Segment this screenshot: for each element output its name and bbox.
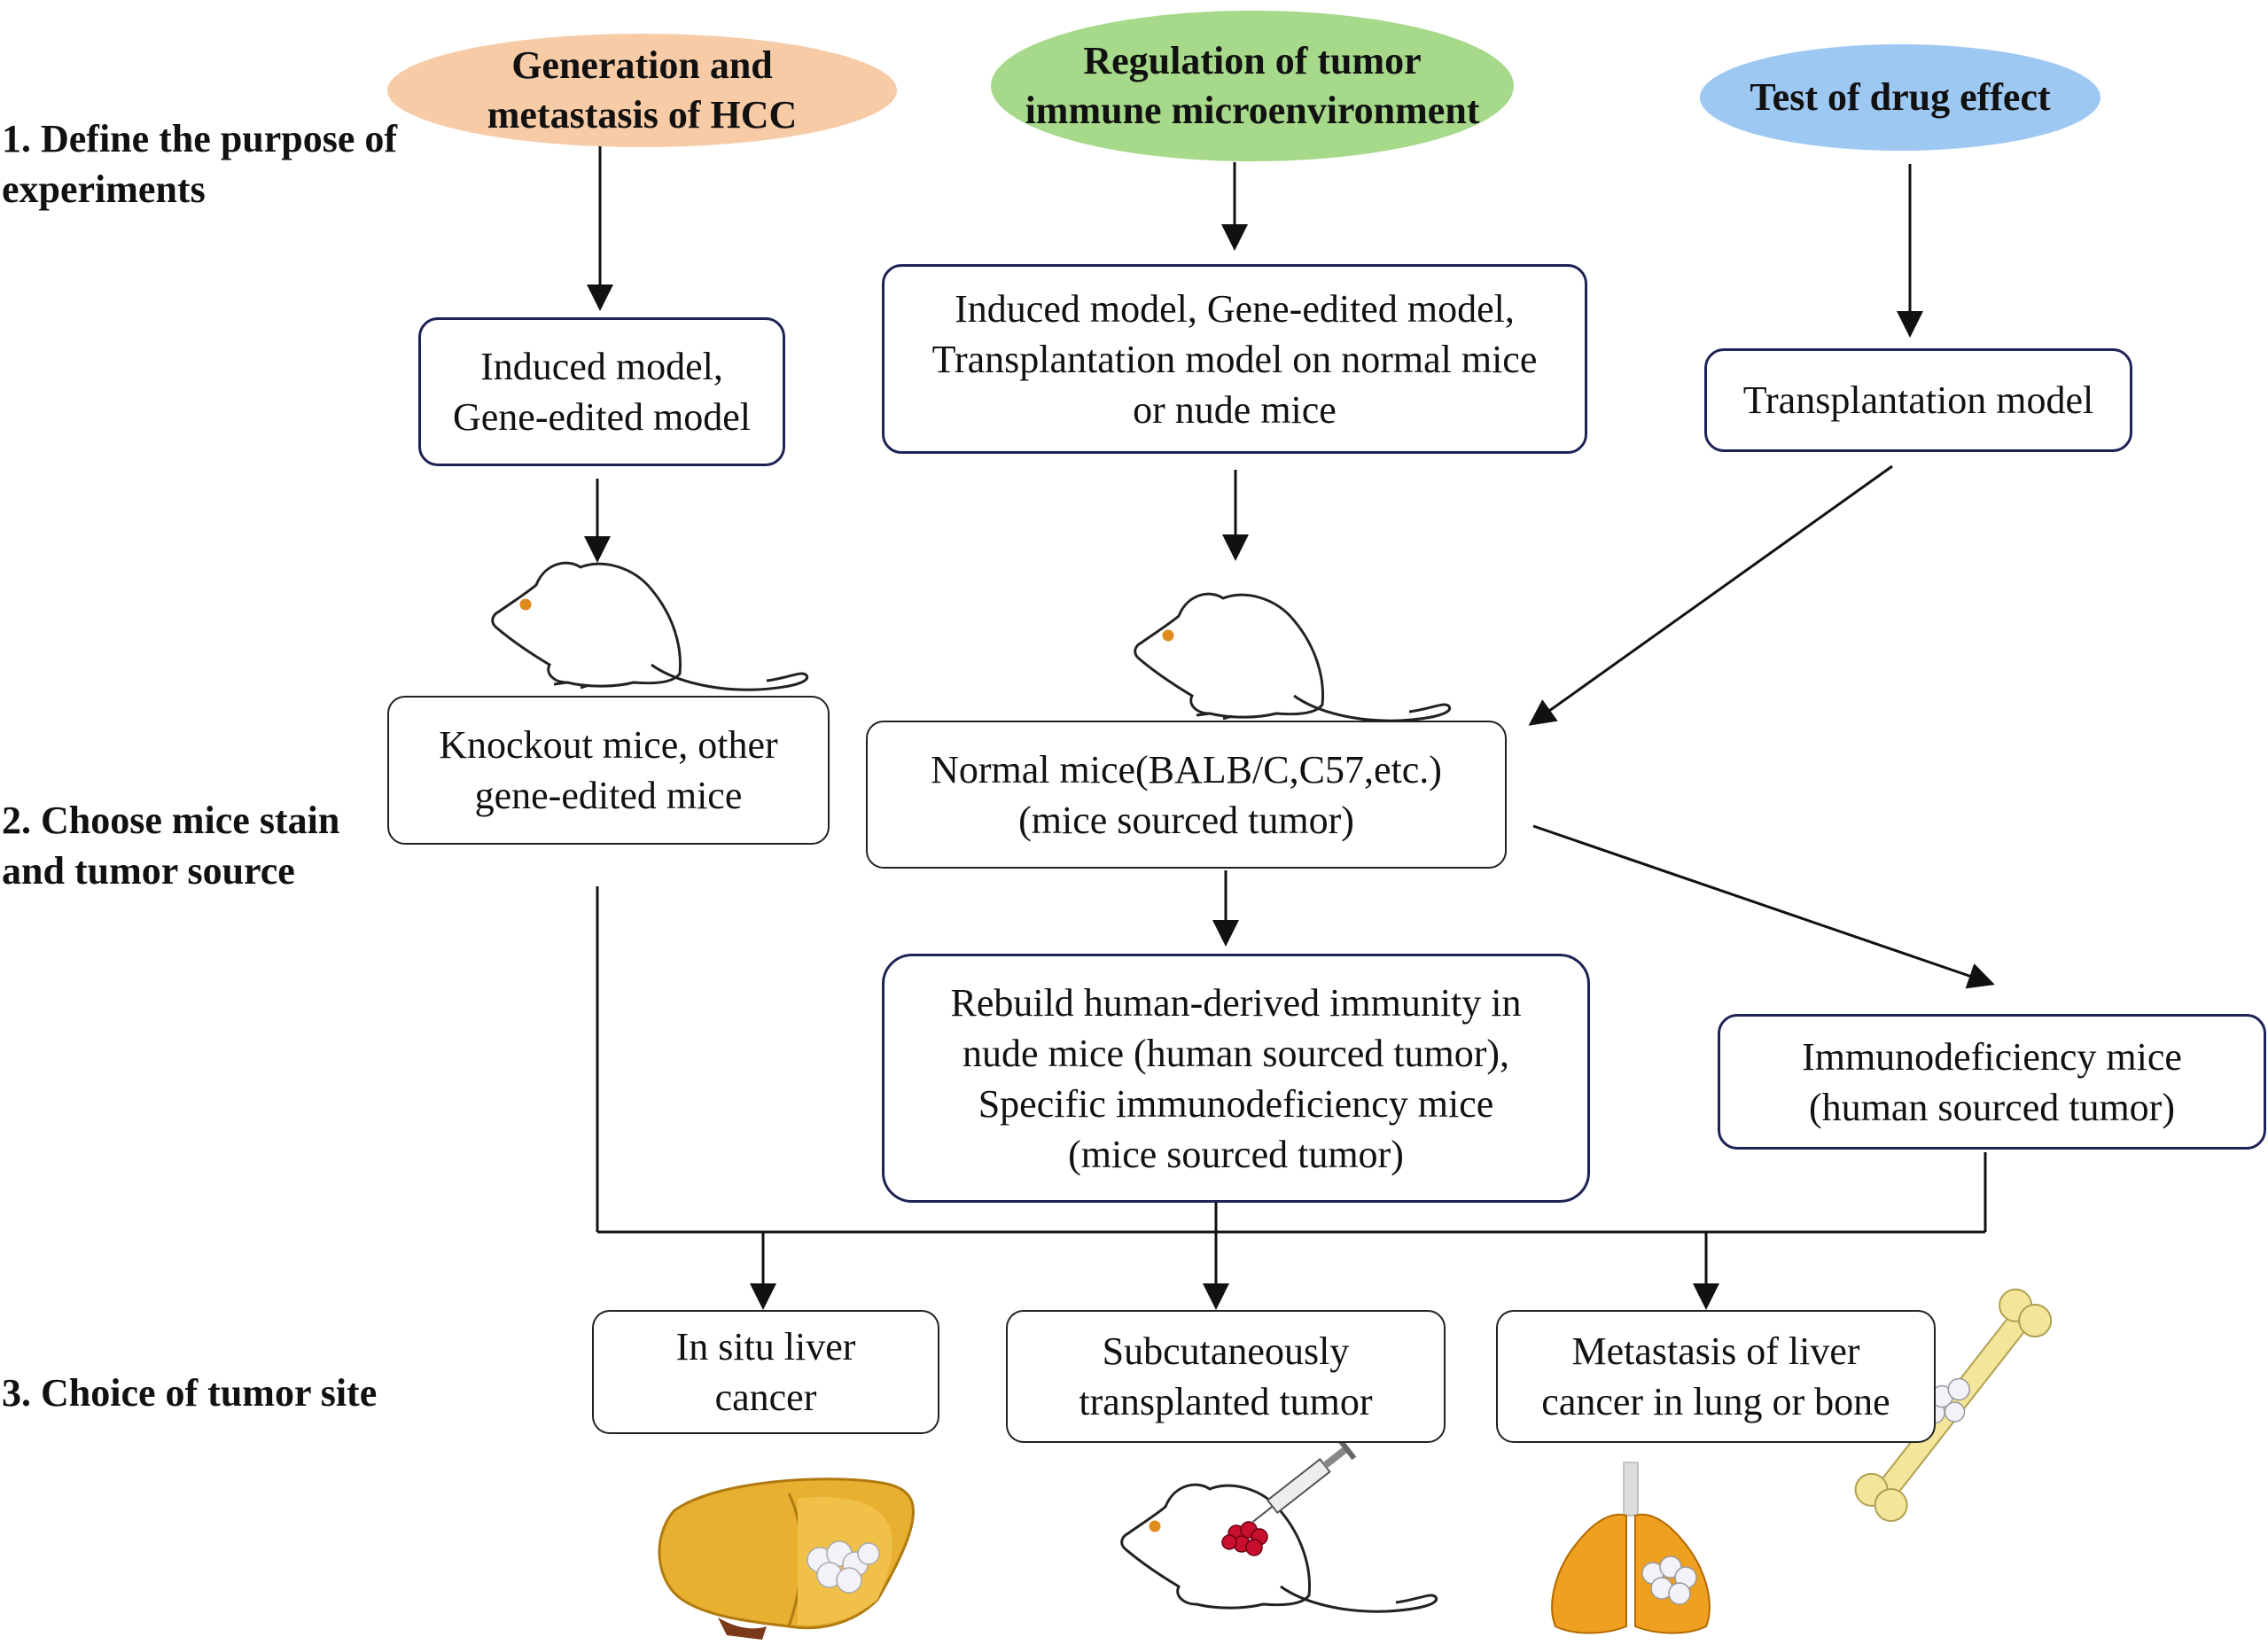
subcutaneous-tumor bbox=[1221, 1521, 1268, 1556]
purpose-drug-oval: Test of drug effect bbox=[1700, 44, 2100, 151]
model-box-transplantation: Transplantation model bbox=[1704, 348, 2132, 452]
purpose-immune-oval: Regulation of tumor immune microenvironm… bbox=[991, 11, 1514, 161]
mice-box-rebuild-immunity: Rebuild human-derived immunity in nude m… bbox=[882, 954, 1590, 1203]
model-box-induced-gene-edited: Induced model, Gene-edited model bbox=[418, 317, 785, 466]
site-box-in-situ: In situ liver cancer bbox=[592, 1310, 939, 1434]
step-2-label: 2. Choose mice stain and tumor source bbox=[2, 799, 340, 893]
syringe-icon bbox=[1252, 1437, 1357, 1523]
step-1-label: 1. Define the purpose of experiments bbox=[2, 117, 398, 211]
site-box-metastasis: Metastasis of liver cancer in lung or bo… bbox=[1496, 1310, 1936, 1443]
site-box-subcutaneous: Subcutaneously transplanted tumor bbox=[1006, 1310, 1446, 1443]
mouse-icon bbox=[1134, 592, 1452, 722]
step-3-label: 3. Choice of tumor site bbox=[2, 1371, 378, 1415]
arrow-transplant-to-normal bbox=[1528, 464, 1893, 726]
mice-box-knockout: Knockout mice, other gene-edited mice bbox=[387, 696, 830, 845]
liver-icon bbox=[658, 1477, 915, 1640]
arrow-normal-to-immunodeficiency bbox=[1532, 824, 1995, 989]
mouse-injection-icon bbox=[1120, 1483, 1438, 1613]
model-box-induced-gene-transplant: Induced model, Gene-edited model, Transp… bbox=[882, 264, 1587, 454]
mice-box-immunodeficiency: Immunodeficiency mice (human sourced tum… bbox=[1718, 1014, 2266, 1150]
mouse-icon bbox=[491, 561, 809, 691]
lungs-icon bbox=[1551, 1462, 1711, 1634]
purpose-hcc-oval: Generation and metastasis of HCC bbox=[387, 34, 897, 147]
mice-box-normal: Normal mice(BALB/C,C57,etc.) (mice sourc… bbox=[866, 721, 1507, 869]
